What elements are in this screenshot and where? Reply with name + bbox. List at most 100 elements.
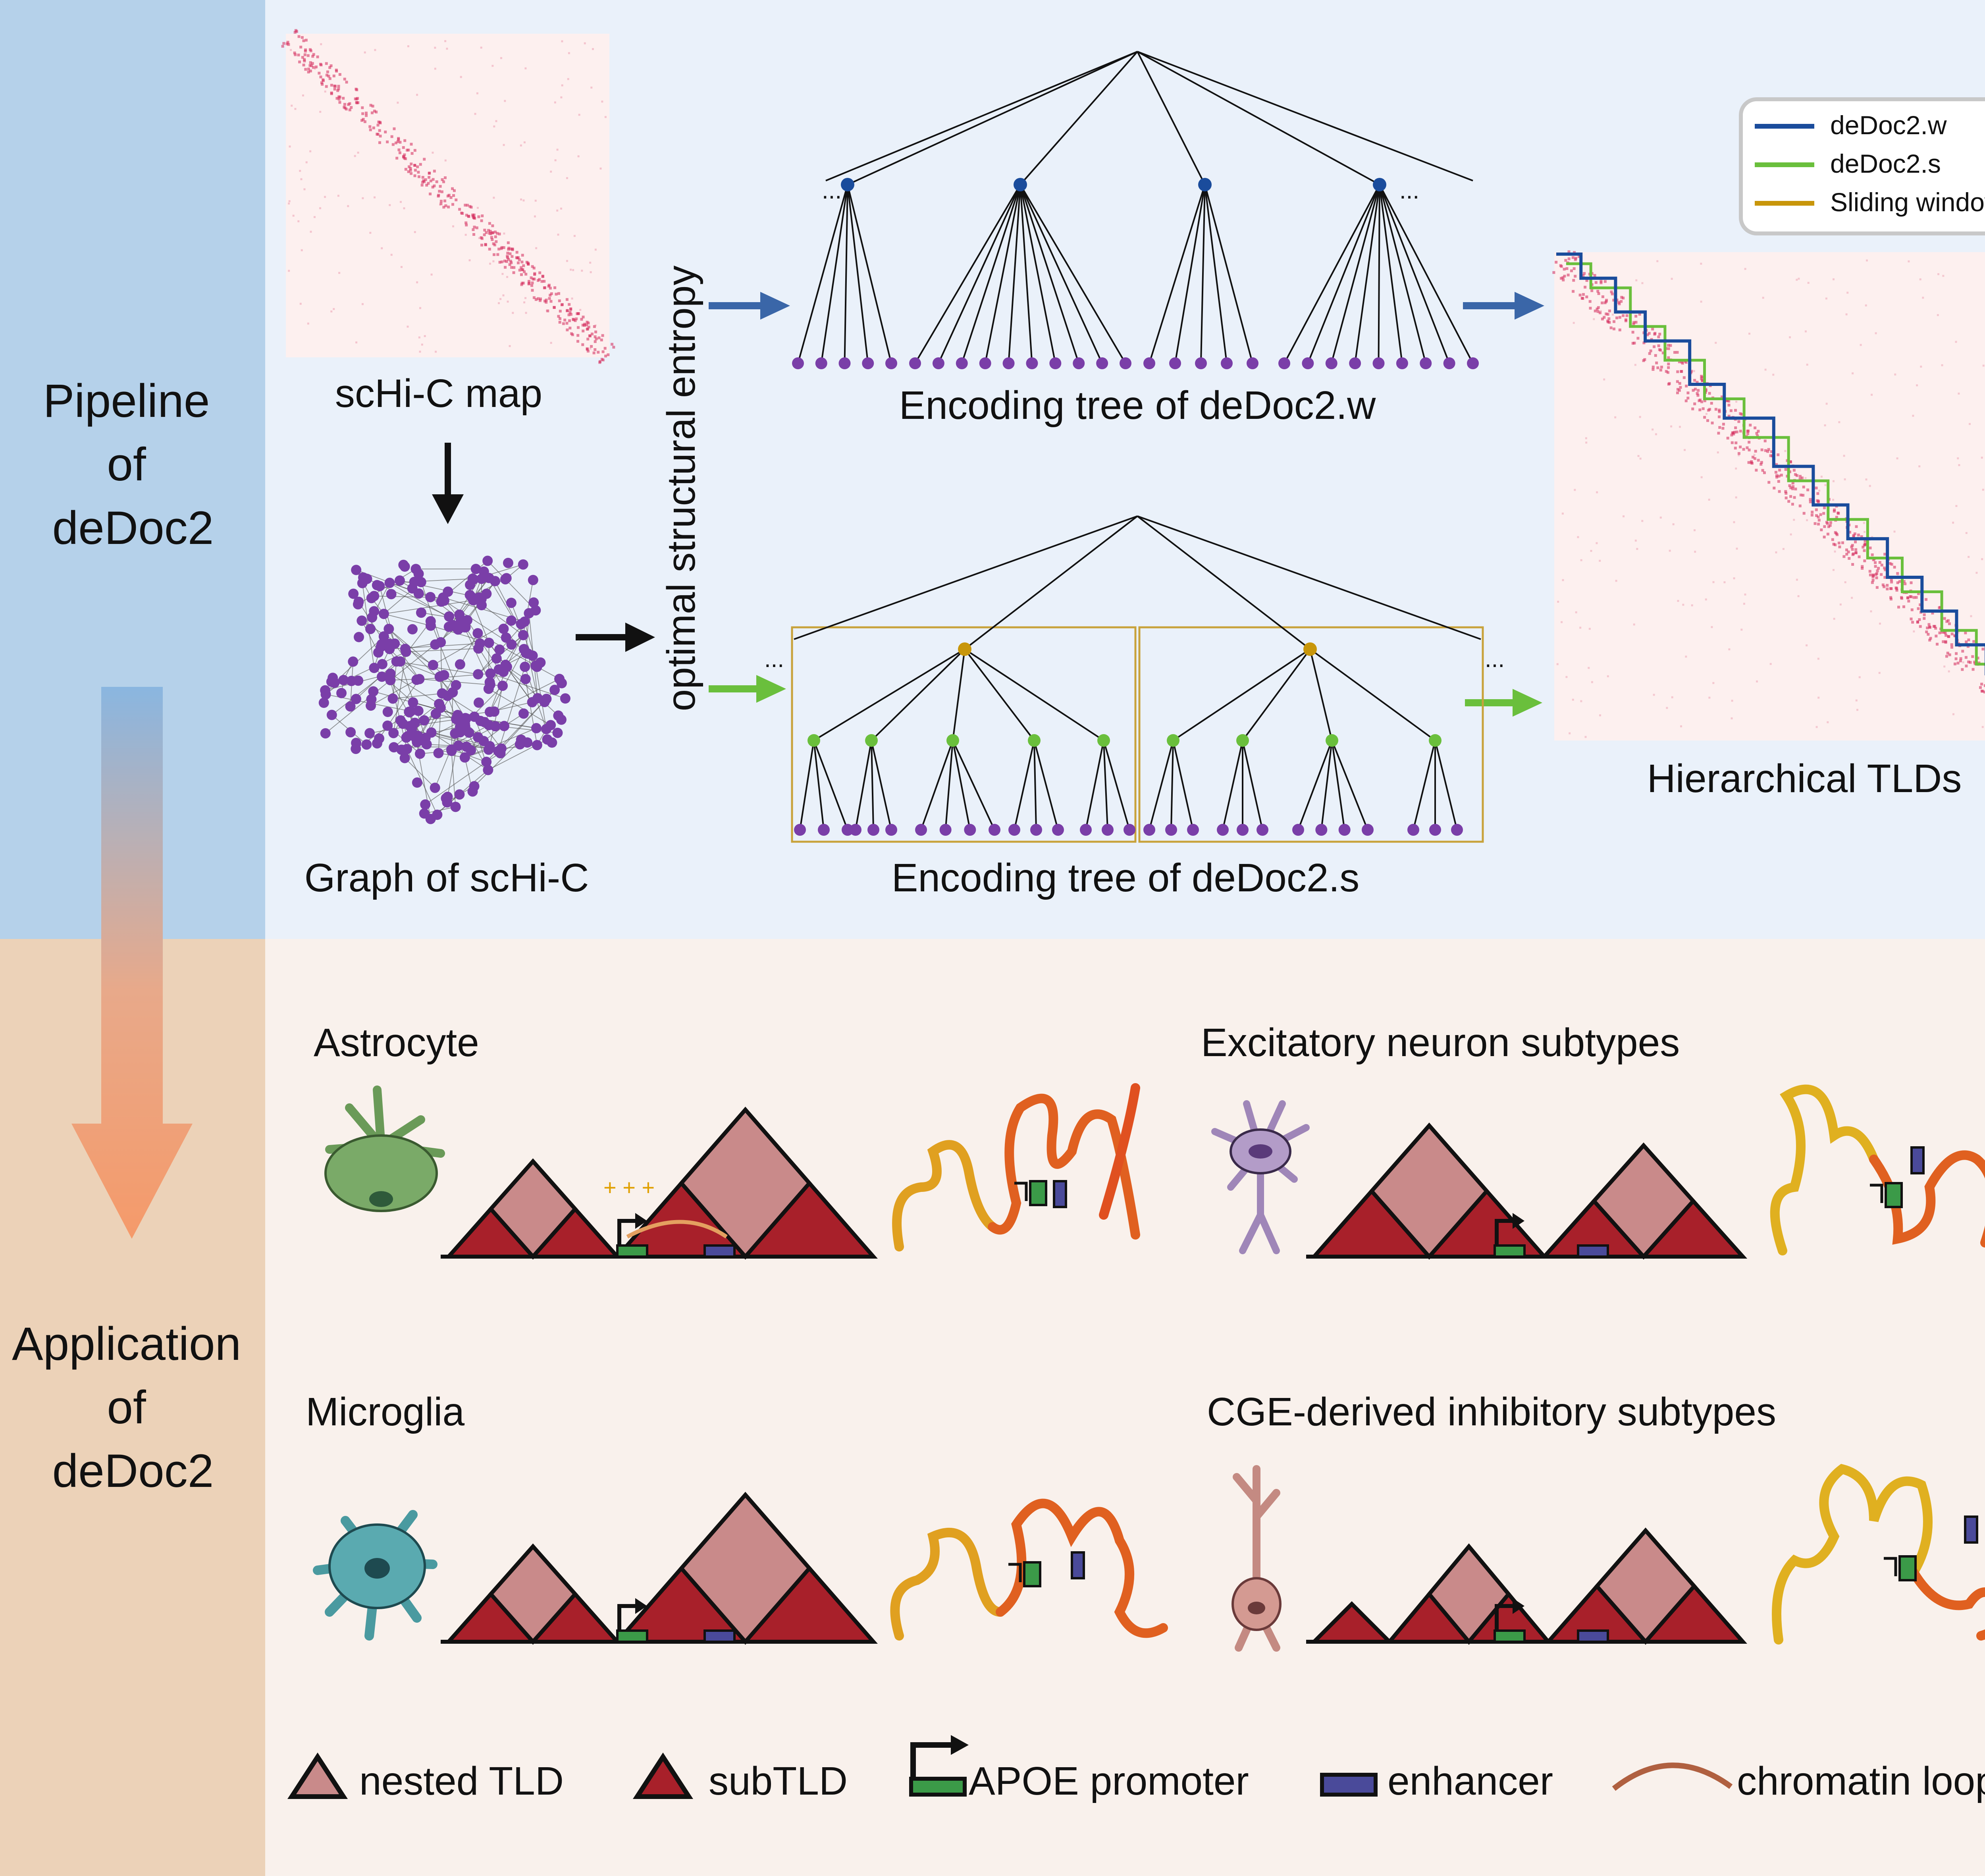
contact-dot: [516, 261, 520, 264]
graph-node: [556, 714, 567, 725]
contact-dot: [1788, 484, 1791, 487]
contact-dot: [327, 75, 330, 78]
promoter-arrow: [1495, 1219, 1517, 1249]
contact-dot: [1658, 333, 1661, 336]
contact-dot: [1919, 603, 1922, 606]
contact-dot: [475, 226, 478, 229]
contact-dot: [1603, 301, 1607, 305]
contact-dot: [303, 60, 306, 63]
tree-edge: [855, 740, 872, 830]
contact-dot: [594, 340, 597, 343]
contact-dot: [1599, 559, 1601, 562]
contact-dot: [467, 215, 470, 218]
contact-dot: [1822, 512, 1825, 515]
tree-edge: [1170, 740, 1174, 830]
graph-node: [391, 656, 402, 667]
contact-dot: [1594, 281, 1598, 284]
contact-dot: [326, 70, 329, 73]
tree-edge: [1033, 740, 1059, 830]
contact-dot: [1718, 409, 1721, 412]
contact-dot: [1696, 381, 1699, 384]
tree-w-ellipsis-right: ...: [1399, 177, 1419, 204]
leaf-node: [1008, 824, 1020, 836]
contact-dot: [1561, 621, 1563, 623]
contact-dot: [509, 252, 512, 255]
internal-node: [865, 734, 878, 747]
contact-dot: [1767, 448, 1770, 451]
contact-dot: [545, 310, 548, 312]
contact-dot: [1857, 533, 1860, 536]
contact-dot: [511, 247, 514, 251]
contact-dot: [1635, 279, 1638, 281]
tree-edge: [1137, 515, 1481, 640]
internal-node: [1429, 734, 1442, 747]
contact-dot: [294, 53, 297, 56]
contact-dot: [535, 247, 538, 249]
contact-dot: [1878, 561, 1881, 564]
contact-dot: [397, 138, 400, 141]
contact-dot: [1679, 426, 1681, 428]
contact-dot: [1770, 450, 1773, 453]
promoter-arrowhead: [1513, 1213, 1524, 1229]
contact-dot: [1620, 300, 1623, 303]
contact-dot: [1856, 709, 1859, 711]
contact-dot: [1942, 640, 1945, 643]
contact-dot: [1659, 517, 1662, 519]
tree-edge: [1309, 649, 1333, 741]
contact-dot: [528, 280, 531, 283]
graph-node: [516, 735, 526, 745]
contact-dot: [495, 240, 498, 243]
contact-dot: [1853, 532, 1856, 535]
nested-tld: [488, 1158, 578, 1260]
apoe-promoter: [1885, 1182, 1903, 1208]
contact-dot: [1690, 370, 1693, 373]
graph-node: [501, 632, 511, 643]
contact-dot: [1969, 423, 1971, 425]
contact-dot: [420, 183, 424, 187]
contact-dot: [510, 261, 513, 264]
contact-dot: [573, 235, 576, 237]
contact-dot: [572, 318, 575, 321]
contact-dot: [291, 104, 293, 107]
graph-node: [368, 686, 379, 697]
contact-dot: [1584, 736, 1587, 738]
contact-dot: [1785, 496, 1788, 499]
promoter-arrow: [1008, 1563, 1022, 1582]
application-band: [265, 939, 1985, 1876]
graph-node: [484, 638, 494, 648]
contact-dot: [1694, 388, 1697, 391]
schic-graph: [318, 555, 570, 824]
contact-dot: [1597, 292, 1600, 295]
leaf-node: [885, 357, 897, 369]
contact-dot: [1613, 320, 1616, 323]
graph-node: [401, 732, 412, 743]
contact-dot: [308, 64, 312, 67]
contact-dot: [1810, 513, 1813, 517]
graph-node: [473, 732, 484, 742]
contact-dot: [302, 64, 305, 67]
panel-title-cge: CGE-derived inhibitory subtypes: [1207, 1390, 1776, 1434]
graph-edge: [325, 680, 391, 734]
contact-dot: [1852, 552, 1855, 555]
contact-dot: [1634, 364, 1636, 366]
contact-dot: [1676, 391, 1679, 394]
tree-edge: [871, 740, 892, 830]
contact-dot: [1590, 550, 1592, 552]
contact-dot: [1717, 432, 1720, 435]
contact-dot: [583, 324, 586, 327]
promoter-swatch: [909, 1735, 969, 1797]
contact-dot: [520, 283, 523, 286]
graph-node: [434, 698, 445, 709]
contact-dot: [398, 151, 401, 154]
tree-edge: [1434, 740, 1458, 830]
contact-dot: [1917, 592, 1920, 595]
arrow-to-tlds-blue: [1463, 292, 1544, 320]
contact-dot: [1585, 279, 1588, 282]
contact-dot: [1906, 596, 1910, 600]
contact-dot: [1652, 365, 1655, 368]
contact-dot: [1855, 525, 1858, 528]
graph-node: [439, 670, 449, 681]
contact-dot: [1667, 356, 1670, 359]
contact-dot: [410, 162, 413, 166]
contact-dot: [586, 349, 590, 353]
